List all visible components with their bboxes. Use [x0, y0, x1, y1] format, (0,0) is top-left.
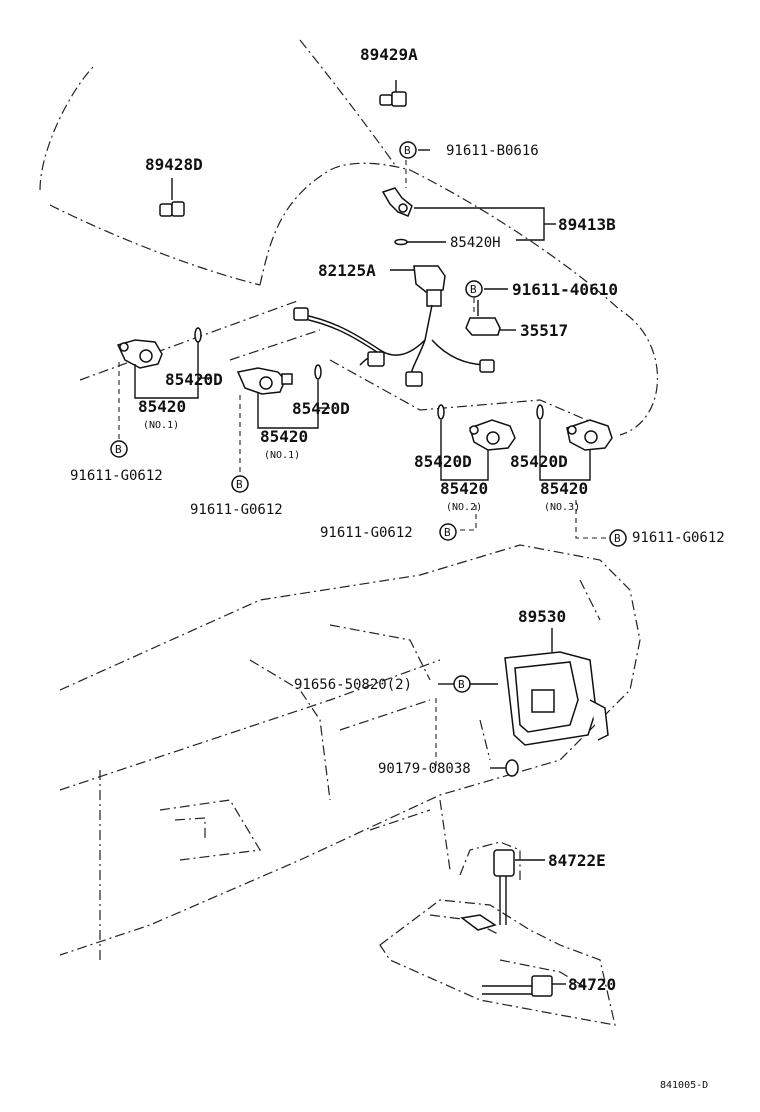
connector-82125A-icon: [413, 265, 446, 307]
switch-84722E-icon: [460, 849, 515, 931]
label-no1-b: (NO.1): [264, 450, 300, 461]
label-85420-d: 85420: [540, 479, 588, 498]
svg-text:B: B: [470, 283, 477, 296]
oring-a-icon: [194, 327, 202, 343]
bolt-symbol-icon: B: [231, 475, 249, 493]
oring-b-icon: [314, 364, 322, 380]
figure-code: 841005-D: [660, 1080, 708, 1091]
svg-text:B: B: [115, 443, 122, 456]
label-no2: (NO.2): [446, 502, 482, 513]
label-85420H: 85420H: [450, 235, 501, 251]
solenoid-no1b-icon: [236, 367, 293, 395]
label-89530: 89530: [518, 607, 566, 626]
bolt-symbol-icon: B: [110, 440, 128, 458]
svg-text:B: B: [236, 478, 243, 491]
dashboard-outline: [59, 544, 641, 960]
label-82125A: 82125A: [318, 261, 376, 280]
svg-text:B: B: [458, 678, 465, 691]
label-no3: (NO.3): [544, 502, 580, 513]
label-84722E: 84722E: [548, 851, 606, 870]
bolt-symbol-icon: B: [453, 675, 471, 693]
label-89429A: 89429A: [360, 45, 418, 64]
svg-text:B: B: [404, 144, 411, 157]
label-85420-c: 85420: [440, 479, 488, 498]
label-91656-50820: 91656-50820(2): [294, 677, 412, 693]
label-91611-40610: 91611-40610: [512, 280, 618, 299]
solenoid-no1a-icon: [116, 339, 163, 369]
clip-90179-icon: [505, 759, 519, 777]
svg-text:B: B: [614, 532, 621, 545]
label-35517: 35517: [520, 321, 568, 340]
solenoid-no2-icon: [469, 419, 516, 451]
label-85420-b: 85420: [260, 427, 308, 446]
oring-85420H-icon: [394, 238, 408, 246]
switch-84720-icon: [482, 975, 553, 997]
sensor-89428D-icon: [159, 178, 185, 217]
label-90179-08038: 90179-08038: [378, 761, 471, 777]
label-89413B: 89413B: [558, 215, 616, 234]
leader-lines: [118, 149, 608, 985]
label-85420D-a: 85420D: [165, 370, 223, 389]
ecu-89530-icon: [504, 651, 609, 746]
oring-c-icon: [437, 404, 445, 420]
bolt-symbol-icon: B: [399, 141, 417, 159]
wire-harness-icon: [293, 304, 495, 387]
switch-89429A-icon: [379, 80, 407, 107]
label-91611-G0612-c: 91611-G0612: [320, 525, 413, 541]
label-85420-a: 85420: [138, 397, 186, 416]
oring-d-icon: [536, 404, 544, 420]
label-84720: 84720: [568, 975, 616, 994]
label-91611-G0612-b: 91611-G0612: [190, 502, 283, 518]
label-91611-G0612-d: 91611-G0612: [632, 530, 725, 546]
solenoid-no3-icon: [566, 419, 613, 451]
body-outline: [39, 39, 659, 436]
svg-text:B: B: [444, 526, 451, 539]
label-no1-a: (NO.1): [143, 420, 179, 431]
bolt-symbol-icon: B: [465, 280, 483, 298]
label-91611-G0612-a: 91611-G0612: [70, 468, 163, 484]
label-85420D-b: 85420D: [292, 399, 350, 418]
label-91611-B0616: 91611-B0616: [446, 143, 539, 159]
label-85420D-c: 85420D: [414, 452, 472, 471]
speed-sensor-89413B-icon: [381, 187, 413, 217]
label-85420D-d: 85420D: [510, 452, 568, 471]
label-89428D: 89428D: [145, 155, 203, 174]
bolt-symbol-icon: B: [609, 529, 627, 547]
bolt-symbol-icon: B: [439, 523, 457, 541]
bracket-35517-icon: [465, 300, 501, 336]
